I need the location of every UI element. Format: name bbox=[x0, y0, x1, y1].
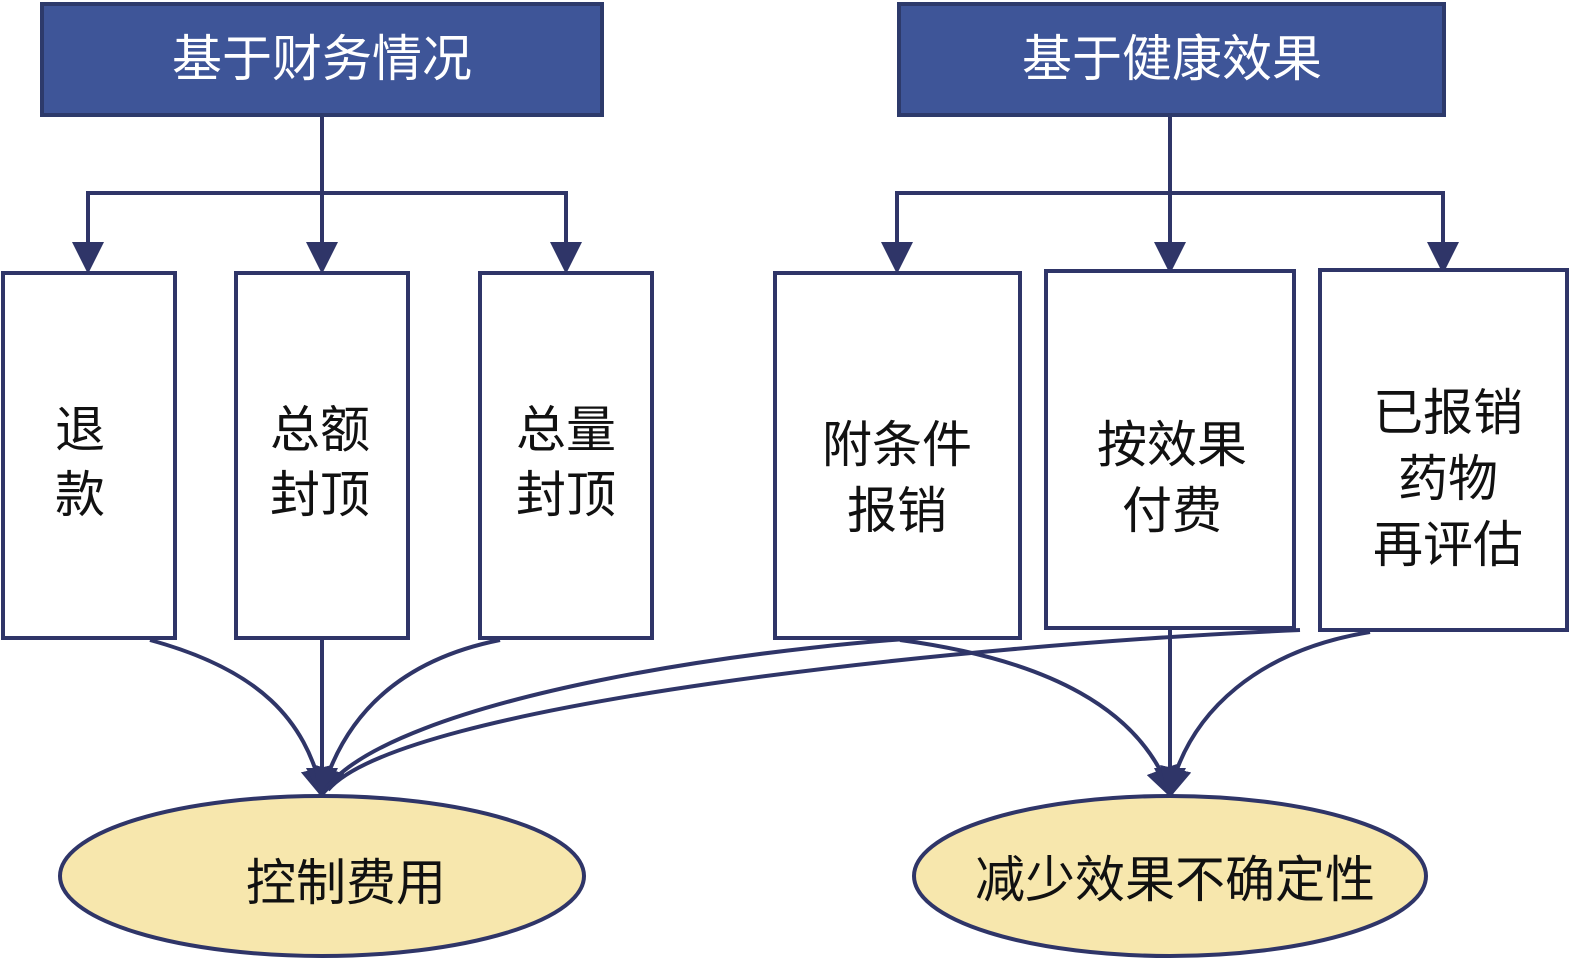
item-reassessment-line-2: 药物 bbox=[1398, 450, 1498, 508]
item-conditional: 附条件 报销 bbox=[773, 271, 1022, 640]
curve-refund-to-cost bbox=[149, 638, 333, 800]
header-financial-label: 基于财务情况 bbox=[172, 30, 472, 88]
outcome-reduce-uncertainty-label: 减少效果不确定性 bbox=[975, 851, 1375, 909]
item-reassessment-line-3: 再评估 bbox=[1373, 516, 1523, 574]
outcome-control-cost-label: 控制费用 bbox=[246, 854, 446, 912]
connector-financial-branch bbox=[86, 191, 582, 274]
item-total-cap-line-1: 总额 bbox=[270, 401, 370, 459]
item-refund-line-2: 款 bbox=[55, 466, 105, 524]
item-pay-for-performance-line-2: 付费 bbox=[1122, 482, 1222, 540]
item-pay-for-performance: 按效果 付费 bbox=[1044, 269, 1296, 630]
item-reassessment: 已报销 药物 再评估 bbox=[1318, 268, 1569, 632]
item-volume-cap-line-1: 总量 bbox=[516, 401, 616, 459]
item-volume-cap: 总量 封顶 bbox=[478, 271, 654, 640]
outcome-connectors bbox=[149, 628, 1371, 800]
curve-volumecap-to-cost bbox=[313, 638, 501, 800]
item-conditional-line-2: 报销 bbox=[847, 482, 947, 540]
outcome-reduce-uncertainty: 减少效果不确定性 bbox=[912, 794, 1428, 958]
item-reassessment-line-1: 已报销 bbox=[1373, 384, 1523, 442]
header-financial: 基于财务情况 bbox=[40, 2, 604, 117]
item-refund-line-1: 退 bbox=[55, 401, 105, 459]
item-refund: 退 款 bbox=[1, 271, 177, 640]
item-pay-for-performance-line-1: 按效果 bbox=[1097, 416, 1247, 474]
curve-performance-to-cost bbox=[326, 628, 1301, 792]
curve-conditional-to-uncertainty bbox=[899, 638, 1177, 800]
item-total-cap: 总额 封顶 bbox=[234, 271, 410, 640]
item-volume-cap-line-2: 封顶 bbox=[516, 466, 616, 524]
header-health: 基于健康效果 bbox=[897, 2, 1446, 117]
outcome-control-cost: 控制费用 bbox=[58, 794, 586, 958]
header-health-label: 基于健康效果 bbox=[1022, 30, 1322, 88]
item-total-cap-line-2: 封顶 bbox=[270, 466, 370, 524]
item-conditional-line-1: 附条件 bbox=[822, 416, 972, 474]
header-connectors bbox=[72, 117, 1459, 274]
curve-reassessment-to-uncertainty bbox=[1160, 630, 1371, 800]
